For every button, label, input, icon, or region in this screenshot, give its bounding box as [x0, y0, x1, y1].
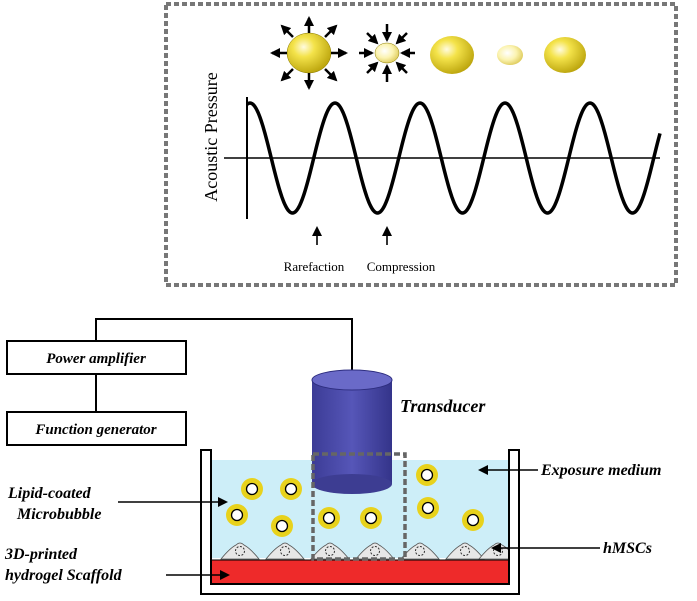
hmsc-nucleus: [493, 546, 503, 556]
microbubble-core: [420, 468, 434, 482]
microbubble-label-line1: Lipid-coated: [7, 485, 92, 502]
hmsc-cell: [355, 542, 395, 560]
y-axis-label: Acoustic Pressure: [201, 72, 221, 201]
hmsc-nucleus: [325, 546, 335, 556]
pressure-wave-curve: [245, 101, 662, 215]
microbubble-core: [230, 508, 244, 522]
microbubble-core: [245, 482, 259, 496]
hmsc-nucleus: [280, 546, 290, 556]
oscillating-bubble-icon: [497, 45, 523, 65]
panel-dashed-border: [164, 2, 678, 287]
transducer-icon: [311, 369, 393, 494]
compression-label: Compression: [367, 259, 436, 274]
scaffold-label-line2: hydrogel Scaffold: [5, 567, 123, 584]
hmsc-nucleus: [370, 546, 380, 556]
hmsc-cell: [400, 542, 440, 560]
microbubble-core: [322, 511, 336, 525]
power-amplifier-box: [6, 340, 187, 375]
power-amplifier-label: Power amplifier: [46, 351, 146, 367]
ultrasound-setup: Power amplifier Function generator Trans…: [4, 318, 661, 595]
hmsc-cell: [220, 542, 260, 560]
hmsc-label: hMSCs: [603, 540, 652, 557]
compressing-bubble-icon: [359, 24, 415, 82]
hmsc-nucleus: [235, 546, 245, 556]
hmsc-nucleus: [460, 546, 470, 556]
focal-zone-box: [311, 452, 407, 561]
hmsc-cell: [445, 542, 485, 560]
oscillating-bubble-icon: [544, 37, 586, 73]
amplifier-to-transducer-cable: [95, 318, 353, 380]
transducer-label: Transducer: [400, 396, 486, 416]
lipid-microbubbles: [226, 464, 484, 537]
microbubble-core: [421, 501, 435, 515]
scaffold-label-line1: 3D-printed: [4, 546, 78, 563]
microbubble-label-line2: Microbubble: [16, 506, 101, 523]
microbubble-core: [275, 519, 289, 533]
hmsc-nucleus: [415, 546, 425, 556]
rarefaction-label: Rarefaction: [284, 259, 345, 274]
function-generator-label: Function generator: [34, 422, 156, 438]
microbubble-core: [364, 511, 378, 525]
expanding-bubble-icon: [270, 16, 348, 90]
culture-well-container: [200, 449, 520, 595]
oscillating-bubble-icon: [430, 36, 474, 74]
exposure-medium-label: Exposure medium: [540, 462, 661, 479]
hmsc-cell: [310, 542, 350, 560]
acoustic-wave-panel: Acoustic Pressure Rarefaction Compressio…: [164, 2, 678, 287]
hydrogel-scaffold: [211, 560, 509, 584]
microbubble-core: [284, 482, 298, 496]
hmsc-cells: [220, 542, 518, 560]
microbubble-core: [466, 513, 480, 527]
hmsc-cell: [265, 542, 305, 560]
